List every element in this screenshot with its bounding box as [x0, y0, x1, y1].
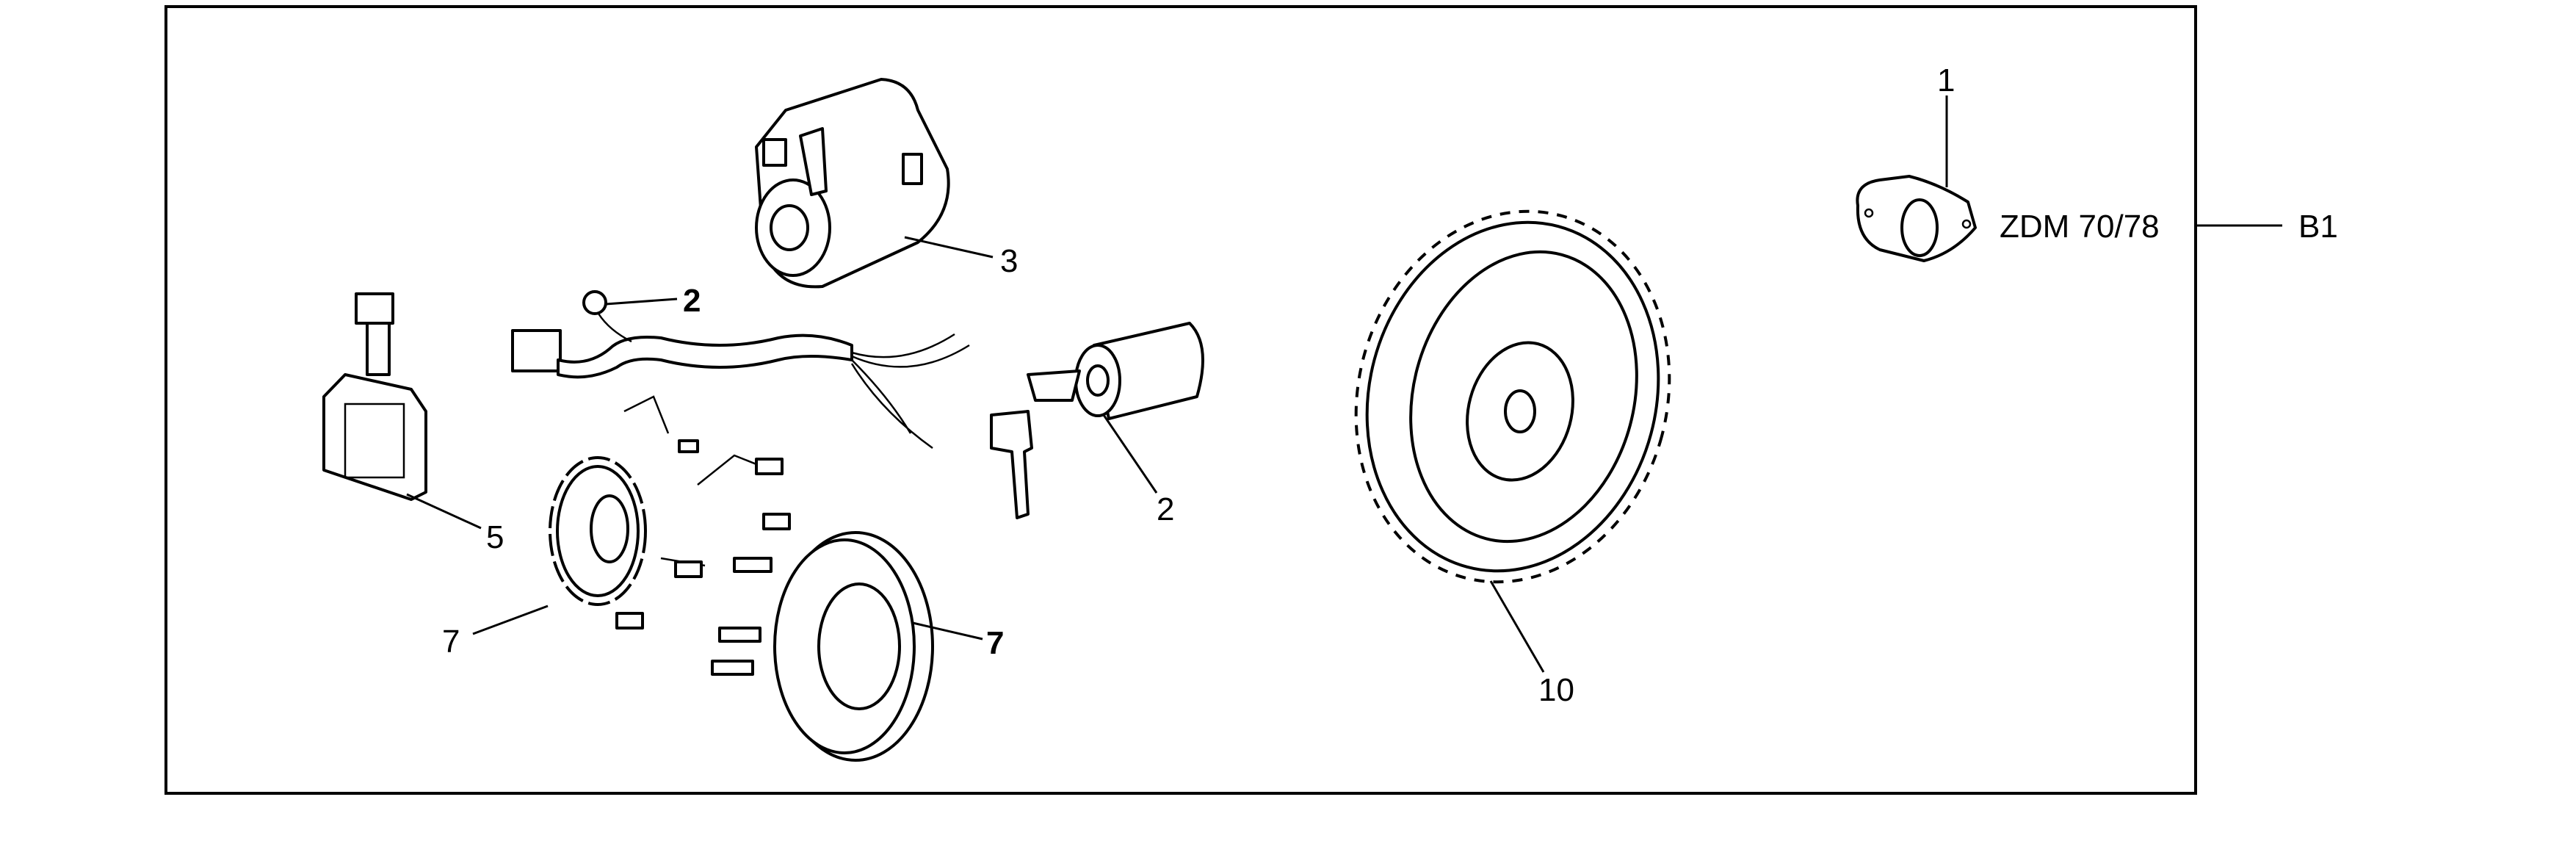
leader-line-7b — [912, 621, 983, 641]
callout-stator: 7 — [442, 624, 460, 660]
callout-starter-motor: 3 — [1000, 243, 1018, 279]
leader-line-2b — [1102, 414, 1158, 494]
leader-line-3 — [904, 236, 994, 259]
leader-line-2a — [605, 297, 678, 306]
stator-plate-part[interactable] — [711, 531, 934, 762]
model-label: ZDM 70/78 — [2000, 209, 2160, 245]
flywheel-part[interactable] — [1315, 176, 1710, 617]
leader-line-7a — [472, 605, 549, 635]
starter-motor-part[interactable] — [755, 78, 950, 289]
voltage-regulator-part[interactable] — [322, 292, 427, 501]
flange-part[interactable] — [1856, 175, 1977, 262]
key-switch-part[interactable] — [990, 322, 1204, 519]
wiring-harness-part[interactable] — [511, 290, 970, 450]
callout-voltage-regulator: 5 — [486, 519, 504, 555]
callout-flywheel: 10 — [1538, 672, 1574, 708]
stator-part[interactable] — [549, 395, 791, 629]
callout-wiring-harness: 2 — [683, 283, 701, 319]
leader-line-5 — [406, 493, 482, 530]
callout-key-switch: 2 — [1157, 491, 1174, 527]
frame-reference-label: B1 — [2298, 209, 2338, 245]
callout-stator-plate: 7 — [986, 625, 1004, 661]
diagram-frame — [164, 5, 2197, 795]
callout-flange: 1 — [1937, 62, 1955, 98]
leader-line-10 — [1489, 580, 1545, 673]
